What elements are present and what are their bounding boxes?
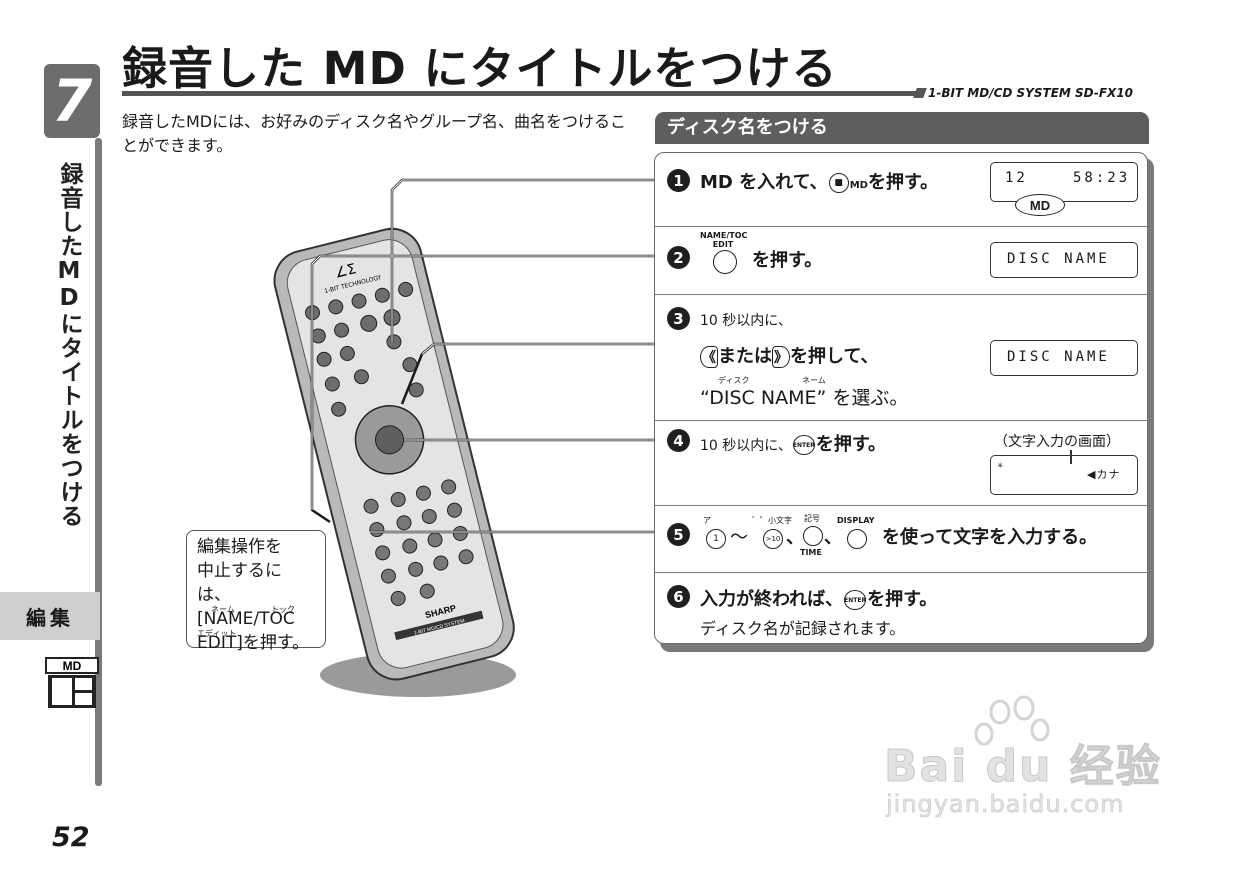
display-2: DISC NAME [990,242,1138,278]
step-4-after: を押す。 [815,434,887,455]
side-rule [95,138,102,786]
section-tab-edit: 編集 [0,592,100,640]
display-1-md-badge: MD [1015,194,1065,216]
stop-md-button-icon: ■ [828,173,849,193]
step-3-line2: “DISC NAME” を選ぶ。 [700,387,909,409]
step-6-text: 入力が終われば、ENTERを押す。 [700,585,937,611]
step-3-ruby-disc: ディスク [718,376,750,385]
note-line-1: 編集操作を [197,537,282,557]
step-3-ruby-name: ネーム [802,376,826,385]
watermark-brand: Bai du 经验 [884,741,1162,793]
steps-panel [654,152,1148,644]
display-4-pointer [1070,450,1072,464]
step-1-after: を押す。 [867,172,939,193]
step-3-sub: 10 秒以内に、 [700,313,792,329]
step-6-sub: ディスク名が記録されます。 [700,619,906,638]
step-2-after: を押す。 [752,250,823,271]
right-skip-button-icon: 》 [772,346,790,368]
model-name: 1-BIT MD/CD SYSTEM SD-FX10 [928,86,1133,100]
display-button-icon [847,529,867,549]
display-4-caption: （文字入力の画面） [994,434,1120,450]
display-3: DISC NAME [990,340,1138,376]
display-1-track: 12 [1005,170,1028,186]
page-title: 録音した MD にタイトルをつける [122,42,838,95]
note-ruby-name: ネーム [211,605,235,614]
name-toc-edit-label: NAME/TOC EDIT [700,231,748,249]
step-1-number: 1 [667,169,690,192]
left-skip-button-icon: 《 [700,346,718,368]
step-1-before: MD を入れて、 [700,172,828,193]
vertical-chapter-title: 録音したMDにタイトルをつける [56,162,82,528]
step-3-line1: 《または》を押して、 [700,342,879,368]
step-divider [655,505,1147,506]
step-5-ruby-a: ア [703,516,711,525]
display-2-text: DISC NAME [1007,251,1110,267]
display-4-cursor: ✳ [997,460,1004,471]
step-divider [655,420,1147,421]
step-5-ruby-c: 記号 [804,514,820,523]
step-5-after: を使って文字を入力する。 [882,527,1098,548]
md-section-icon: MD [45,657,99,708]
step-5-number: 5 [667,523,690,546]
display-4-text: ◀カナ [1087,468,1121,481]
time-label: TIME [800,548,822,557]
step-5-comma-2: 、 [824,527,842,548]
step-divider [655,572,1147,573]
title-underline [122,91,922,96]
page-number: 52 [52,822,90,853]
note-ruby-toc: トック [271,605,295,614]
note-ruby-edit: エディット [197,629,237,638]
step-4-number: 4 [667,429,690,452]
step-3-mid: または [718,346,772,367]
display-label: DISPLAY [837,516,875,525]
time-button-icon [803,526,823,546]
step-5-tilde: ～ [730,527,748,548]
step-3-after: を押して、 [790,346,879,367]
note-line-2: 中止するには、 [197,561,282,605]
enter-button-icon-2: ENTER [844,590,867,610]
step-divider [655,294,1147,295]
step-5-ruby-b: ゛゜小文字 [752,516,792,525]
display-1: 12 58:23 MD [990,162,1138,216]
md-icon-label: MD [63,659,82,673]
enter-button-icon: ENTER [792,435,815,455]
step-1-text: MD を入れて、■MDを押す。 [700,168,938,194]
step-4-text: 10 秒以内に、ENTERを押す。 [700,430,886,456]
step-1-button-label: MD [849,180,868,191]
step-5-comma-1: 、 [786,527,804,548]
key-10plus-button-icon: >10 [763,529,783,549]
connector-highlights [311,179,655,533]
step-6-before: 入力が終われば、 [700,589,844,610]
display-1-time: 58:23 [1073,170,1131,186]
name-toc-edit-button-icon [713,250,737,274]
baidu-watermark: Bai du 经验 jingyan.baidu.com [880,690,1180,830]
cancel-note: 編集操作を 中止するには、 ネーム トック [NAME/TOC エディット ED… [186,530,326,653]
step-divider [655,226,1147,227]
section-header: ディスク名をつける [655,112,1149,144]
watermark-url: jingyan.baidu.com [886,790,1125,819]
baidu-paw-logo [974,695,1050,746]
step-3-number: 3 [667,307,690,330]
note-line-4: EDIT]を押す。 [197,633,310,653]
intro-text: 録音したMDには、お好みのディスク名やグループ名、曲名をつけることができます。 [122,112,627,155]
step-6-number: 6 [667,585,690,608]
chapter-number: 7 [44,64,100,138]
step-6-after: を押す。 [867,589,938,610]
remote-sigma-logo: ∠Σ [333,261,358,282]
step-4-sub: 10 秒以内に、 [700,438,792,454]
note-line-3: [NAME/TOC [197,609,295,629]
display-3-text: DISC NAME [1007,349,1110,365]
key-1-button-icon: 1 [706,529,726,549]
step-2-number: 2 [667,246,690,269]
display-4: ✳ ◀カナ [990,455,1138,495]
